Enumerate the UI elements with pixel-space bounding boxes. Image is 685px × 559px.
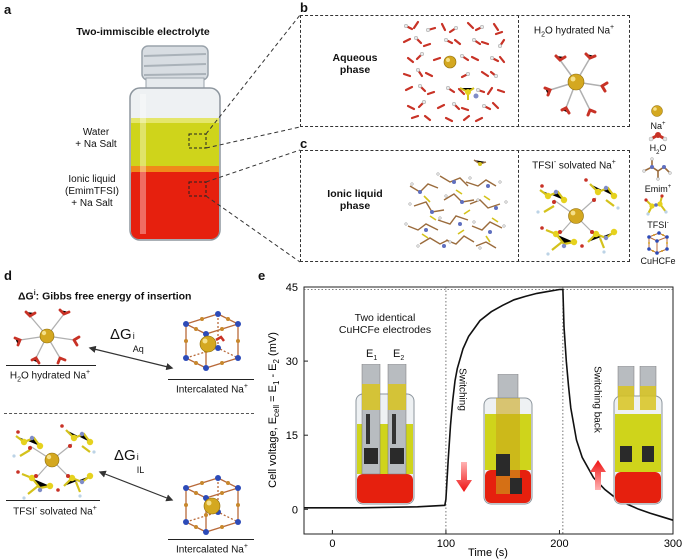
d-cube-il-model <box>183 475 241 535</box>
water-label: Water + Na Salt <box>75 127 117 150</box>
d-separator <box>4 413 254 414</box>
ionic-liquid-divider <box>518 150 519 262</box>
dg-il-arrow <box>98 470 174 502</box>
d-tfsi-underline <box>6 500 100 501</box>
d-hydrated-label: H2O hydrated Na+ <box>9 369 91 384</box>
tfsi-legend-label: TFSI- <box>647 220 669 230</box>
y-tick-label-15: 15 <box>286 430 298 442</box>
axis-tick-labels: 0 100 200 300 0 15 30 45 <box>286 282 682 550</box>
ionic-liquid-phase-box <box>300 150 630 262</box>
emim-legend-label: Emim+ <box>644 184 672 194</box>
panel-a-title: Two-immiscible electrolyte <box>76 26 210 38</box>
cuhcfe-legend-label: CuHCFe <box>640 256 676 266</box>
cell-voltage-chart: 0 100 200 300 0 15 30 45 Time (s) Cell voltage,… <box>267 282 682 559</box>
cell-vial-switching <box>483 374 533 505</box>
d-tfsi-solvated-na-model <box>12 424 96 500</box>
d-intercalated-aq-underline <box>168 379 254 380</box>
tfsi-legend-icon <box>644 194 668 216</box>
d-hydrated-underline <box>6 365 96 366</box>
d-intercalated-il-underline <box>168 539 254 540</box>
panel-b-letter: b <box>300 0 308 15</box>
cell-vial-initial <box>355 364 415 505</box>
y-tick-label-30: 30 <box>286 356 298 368</box>
h2o-hydrated-label: H2O hydrated Na+ <box>533 24 615 39</box>
x-axis-label: Time (s) <box>468 547 508 559</box>
d-intercalated-aq-label: Intercalated Na+ <box>176 383 248 396</box>
voltage-series-line <box>304 288 674 521</box>
aqueous-phase-simulation <box>402 20 506 123</box>
panel-d-letter: d <box>4 268 12 283</box>
dg-il-label: ΔG i IL <box>114 447 145 475</box>
d-intercalated-il-label: Intercalated Na+ <box>176 543 248 556</box>
h2o-legend-label: H2O <box>649 143 667 156</box>
reference-lines <box>304 287 673 534</box>
h2o-legend-icon <box>648 132 668 142</box>
switching-label: Switching <box>456 368 468 411</box>
plot-frame <box>303 286 674 535</box>
switching-down-arrow <box>456 462 472 492</box>
ionic-liquid-label: Ionic liquid (EmimTFSI) + Na Salt <box>65 174 119 209</box>
d-tfsi-solvated-label: TFSI- solvated Na+ <box>13 505 97 518</box>
tfsi-solvated-na-model <box>536 178 620 256</box>
electrodes-label: Two identical CuHCFe electrodes <box>338 312 432 336</box>
aqueous-divider <box>518 15 519 127</box>
panel-c-letter: c <box>300 136 308 151</box>
d-hydrated-na-model <box>13 308 81 365</box>
panel-d-title: ΔGi: Gibbs free energy of insertion <box>18 290 192 303</box>
na-legend-icon <box>651 105 663 117</box>
emim-legend-icon <box>642 157 672 181</box>
ionic-liquid-phase-label: Ionic liquid phase <box>327 188 383 212</box>
e1-label: E1 <box>366 348 378 363</box>
x-tick-label-300: 300 <box>664 538 682 550</box>
d-cube-aq-model <box>183 311 241 371</box>
panel-a-letter: a <box>4 2 12 17</box>
tfsi-solvated-label: TFSI- solvated Na+ <box>532 159 616 172</box>
x-tick-label-0: 0 <box>329 538 335 550</box>
h2o-hydrated-na-model <box>543 52 609 117</box>
x-tick-label-100: 100 <box>437 538 455 550</box>
y-axis-label: Cell voltage, Ecell = E1 - E2 (mV) <box>267 332 281 488</box>
cuhcfe-legend-icon <box>647 231 669 255</box>
e2-label: E2 <box>393 348 405 363</box>
na-legend-label: Na+ <box>650 121 666 131</box>
cell-vial-switched-back <box>613 366 663 505</box>
dg-aq-arrow <box>88 345 174 371</box>
y-tick-label-45: 45 <box>286 282 298 294</box>
panel-e-letter: e <box>258 268 266 283</box>
aqueous-phase-box <box>300 15 630 127</box>
dg-aq-label: ΔG i Aq <box>110 326 144 354</box>
y-tick-label-0: 0 <box>292 504 298 516</box>
aqueous-phase-label: Aqueous phase <box>332 52 378 76</box>
switching-back-up-arrow <box>590 460 606 490</box>
axis-ticks <box>304 286 674 534</box>
x-tick-label-200: 200 <box>550 538 568 550</box>
ionic-liquid-phase-simulation <box>404 159 508 250</box>
switching-back-label: Switching back <box>591 366 603 433</box>
electrolyte-vial <box>129 45 221 241</box>
